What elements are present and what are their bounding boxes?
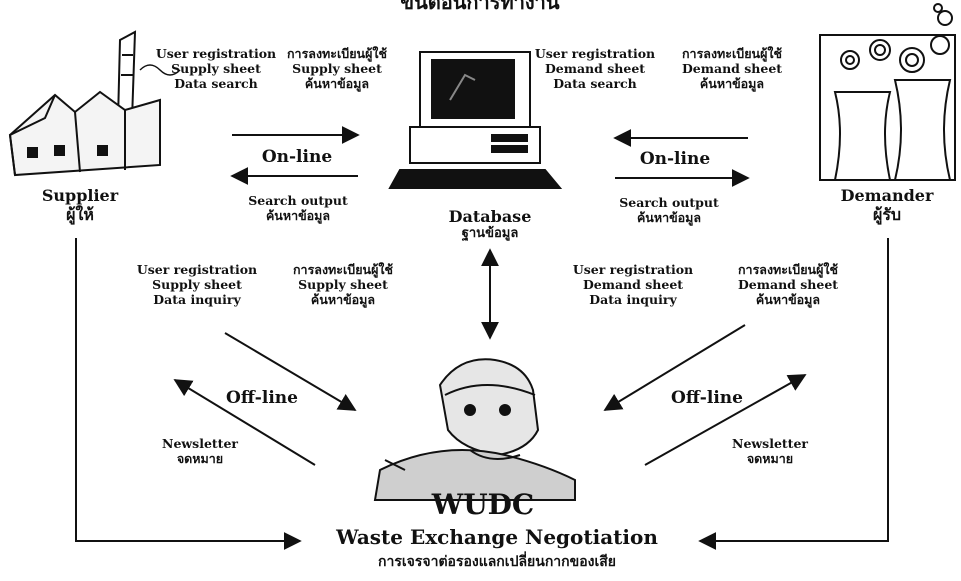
- label-line: Supply sheet: [292, 61, 382, 76]
- supplier-online-th: การลงทะเบียนผู้ใช้ Supply sheet ค้นหาข้อ…: [287, 46, 387, 91]
- negotiation-label-en: Waste Exchange Negotiation: [336, 525, 658, 549]
- supplier-search-output: Search output ค้นหาข้อมูล: [248, 193, 348, 223]
- label-line: จดหมาย: [746, 451, 794, 466]
- demander-online-th: การลงทะเบียนผู้ใช้ Demand sheet ค้นหาข้อ…: [682, 46, 782, 91]
- worker-icon: [373, 358, 576, 501]
- cooling-tower-icon: [819, 3, 956, 181]
- label-line: Newsletter: [162, 436, 238, 451]
- label-line: การลงทะเบียนผู้ใช้: [737, 262, 839, 277]
- label-line: Newsletter: [732, 436, 808, 451]
- label-line: Demand sheet: [681, 61, 783, 76]
- label-line: User registration: [534, 46, 656, 61]
- arrow-wudc-to-supplier: [173, 379, 316, 466]
- demander-online-en: User registration Demand sheet Data sear…: [535, 46, 655, 91]
- label-line: Search output: [619, 195, 719, 210]
- arrow-demander-to-negotiation: [698, 238, 889, 550]
- label-line: Data inquiry: [153, 292, 241, 307]
- label-line: Data search: [174, 76, 258, 91]
- label-line: Supply sheet: [298, 277, 388, 292]
- label-line: จดหมาย: [176, 451, 224, 466]
- arrow-demander-to-wudc: [603, 324, 746, 411]
- wudc-label: WUDC: [431, 488, 535, 521]
- supplier-offline-th: การลงทะเบียนผู้ใช้ Supply sheet ค้นหาข้อ…: [293, 262, 393, 307]
- demander-label: Demander ผู้รับ: [841, 186, 934, 224]
- demander-offline-th: การลงทะเบียนผู้ใช้ Demand sheet ค้นหาข้อ…: [738, 262, 838, 307]
- label-line: การลงทะเบียนผู้ใช้: [681, 46, 783, 61]
- label-line: ค้นหาข้อมูล: [310, 292, 376, 307]
- label-line: Supplier: [41, 186, 119, 205]
- demander-offline-en: User registration Demand sheet Data inqu…: [573, 262, 693, 307]
- label-line: User registration: [572, 262, 694, 277]
- label-line: Database: [448, 207, 532, 226]
- label-line: Supply sheet: [171, 61, 261, 76]
- supplier-newsletter: Newsletter จดหมาย: [162, 436, 238, 466]
- offline-label-left: Off-line: [226, 388, 298, 408]
- supplier-online-en: User registration Supply sheet Data sear…: [156, 46, 276, 91]
- label-line: User registration: [155, 46, 277, 61]
- label-line: Supply sheet: [152, 277, 242, 292]
- label-line: ผู้รับ: [872, 205, 902, 225]
- database-label: Database ฐานข้อมูล: [449, 207, 532, 242]
- diagram-title: ขั้นตอนการทำงาน: [400, 0, 560, 14]
- label-line: ผู้ให้: [66, 205, 94, 225]
- online-label-left: On-line: [261, 147, 333, 167]
- label-line: การลงทะเบียนผู้ใช้: [286, 46, 388, 61]
- label-line: ค้นหาข้อมูล: [304, 76, 370, 91]
- negotiation-label-th: การเจรจาต่อรองแลกเปลี่ยนกากของเสีย: [378, 554, 616, 570]
- label-line: ค้นหาข้อมูล: [636, 210, 702, 225]
- demander-search-output: Search output ค้นหาข้อมูล: [619, 195, 719, 225]
- offline-label-right: Off-line: [671, 388, 743, 408]
- label-line: ค้นหาข้อมูล: [755, 292, 821, 307]
- arrow-supplier-to-negotiation: [75, 238, 302, 550]
- factory-icon: [8, 30, 181, 177]
- label-line: Demand sheet: [737, 277, 839, 292]
- label-line: Data search: [553, 76, 637, 91]
- computer-icon: [388, 51, 563, 189]
- label-line: Demand sheet: [544, 61, 646, 76]
- label-line: Data inquiry: [589, 292, 677, 307]
- label-line: ค้นหาข้อมูล: [265, 208, 331, 223]
- supplier-label: Supplier ผู้ให้: [42, 186, 118, 224]
- arrow-wudc-to-demander: [644, 374, 807, 466]
- label-line: Demander: [840, 186, 934, 205]
- label-line: การลงทะเบียนผู้ใช้: [292, 262, 394, 277]
- demander-newsletter: Newsletter จดหมาย: [732, 436, 808, 466]
- label-line: ฐานข้อมูล: [461, 226, 519, 242]
- online-label-right: On-line: [639, 149, 711, 169]
- label-line: Search output: [248, 193, 348, 208]
- arrow-supplier-to-wudc: [224, 332, 357, 411]
- label-line: User registration: [136, 262, 258, 277]
- label-line: ค้นหาข้อมูล: [699, 76, 765, 91]
- label-line: Demand sheet: [582, 277, 684, 292]
- supplier-offline-en: User registration Supply sheet Data inqu…: [137, 262, 257, 307]
